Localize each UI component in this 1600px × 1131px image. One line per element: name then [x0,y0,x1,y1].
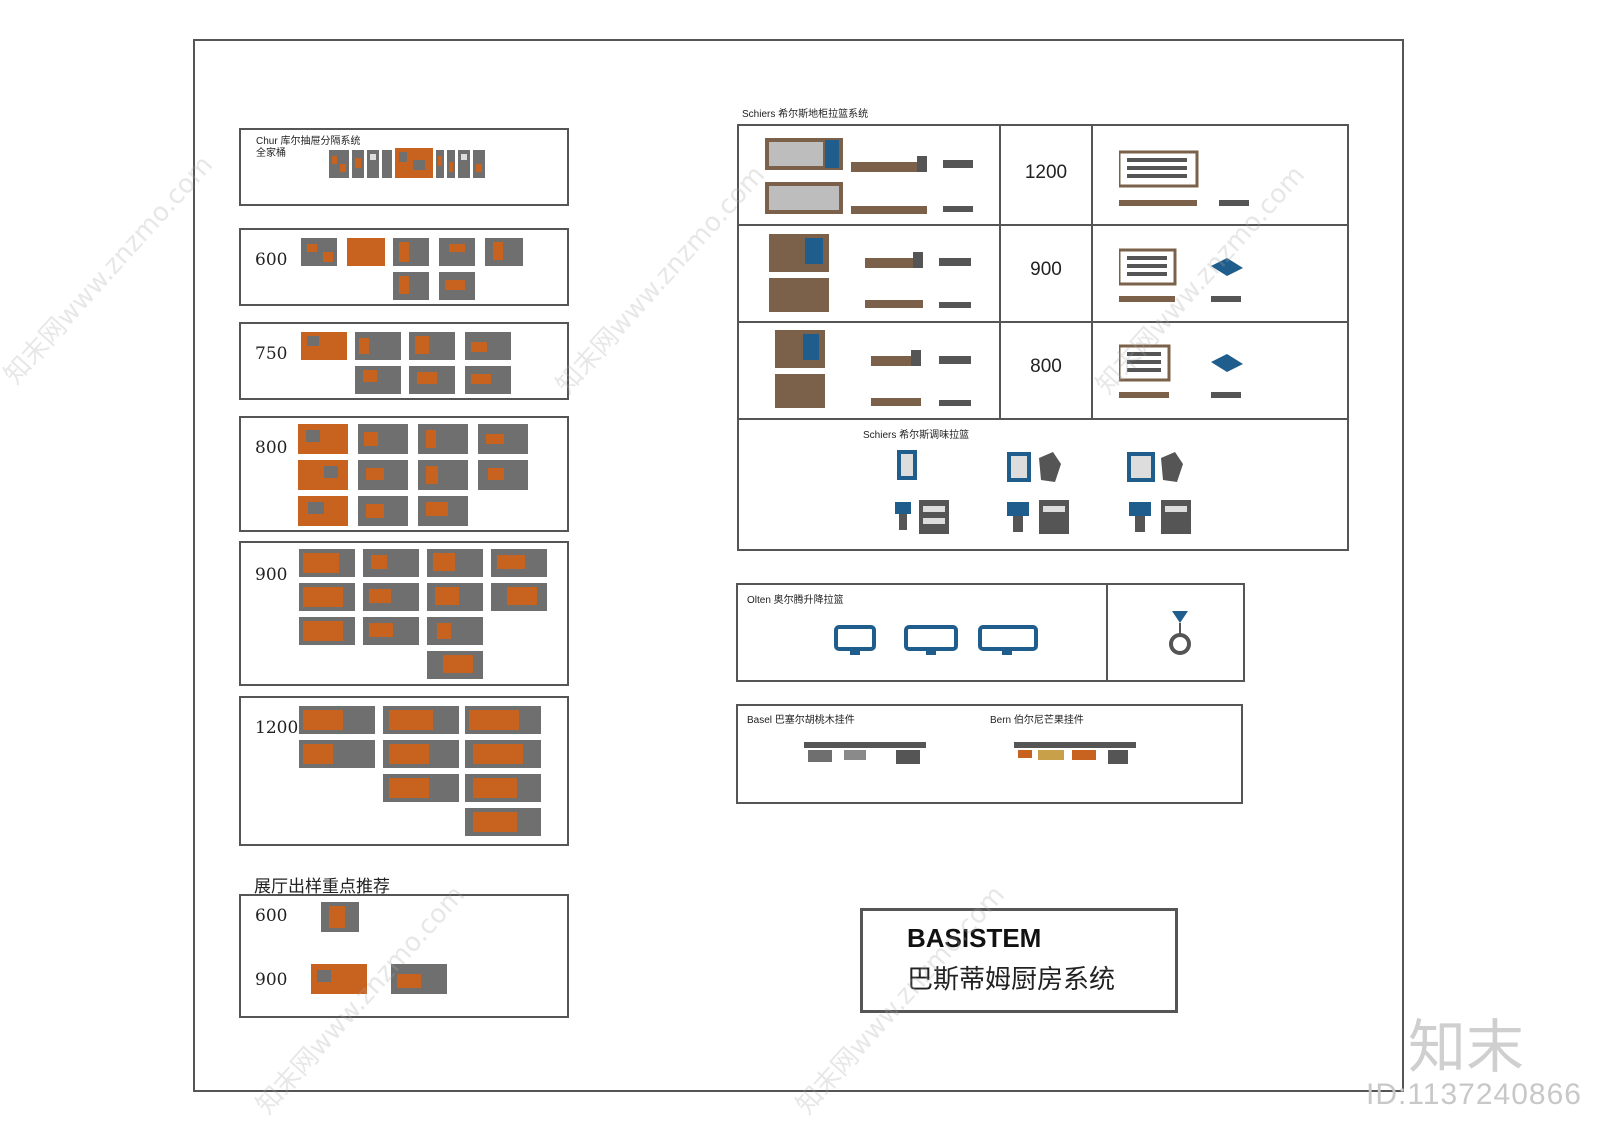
width-label-800: 800 [255,438,288,458]
olten-divider [1106,585,1108,680]
schiers-row-800-basket [1119,344,1243,398]
schiers-row-1200-icons [765,138,973,214]
schiers-row-800-icons [775,330,971,408]
watermark-logo: 知末 [1408,1013,1525,1081]
drawer-panel-1200: 1200 [239,696,569,846]
schiers-width-1200: 1200 [1024,162,1068,183]
showroom-icon-600 [321,902,359,932]
schiers-seasoning-title: Schiers 希尔斯调味拉篮 [863,430,970,441]
drawer-panel-600: 600 [239,228,569,306]
basel-rail-icon [804,742,926,764]
showroom-width-900: 900 [255,970,288,990]
brand-box: BASISTEM 巴斯蒂姆厨房系统 [860,908,1178,1013]
width-label-1200: 1200 [255,718,299,738]
bern-rail-icon [1014,742,1136,764]
drawer-icons-800 [298,424,528,526]
schiers-seasoning-icons [895,450,1191,534]
chur-panel: Chur 库尔抽屉分隔系统 全家桶 [239,128,569,206]
showroom-icons-900 [311,964,447,994]
showroom-panel: 600 900 [239,894,569,1018]
schiers-divider-1 [999,126,1001,418]
width-label-900: 900 [255,565,288,585]
basel-bern-panel: Basel 巴塞尔胡桃木挂件 Bern 伯尔尼芒果挂件 [736,704,1243,804]
schiers-row-900-icons [769,234,971,312]
schiers-title: Schiers 希尔斯地柜拉篮系统 [742,109,869,120]
drawer-icons-900 [299,549,547,679]
chur-subtitle: 全家桶 [256,148,286,159]
drawing-frame [193,39,1404,1092]
chur-drawer-icons [329,148,485,178]
schiers-divider-2 [1091,126,1093,418]
chur-drawer-strip [329,148,489,180]
schiers-row-line-2 [739,321,1347,323]
drawer-panel-800: 800 [239,416,569,532]
schiers-row-line-1 [739,224,1347,226]
drawer-icons-600 [301,238,523,300]
width-label-750: 750 [255,344,288,364]
width-label-600: 600 [255,250,288,270]
schiers-row-900-basket [1119,248,1243,302]
showroom-heading: 展厅出样重点推荐 [254,877,390,897]
olten-basket-icons [834,625,1038,655]
brand-subtitle: 巴斯蒂姆厨房系统 [907,965,1116,995]
schiers-row-1200-basket [1119,150,1249,206]
drawer-icons-750 [301,332,511,394]
drawer-panel-750: 750 [239,322,569,400]
drawer-icons-1200 [299,706,541,836]
watermark-text: 知末网www.znzmo.com [0,150,220,391]
watermark-id: ID:1137240866 [1366,1078,1582,1111]
basel-title: Basel 巴塞尔胡桃木挂件 [747,715,855,726]
showroom-width-600: 600 [255,906,288,926]
bern-title: Bern 伯尔尼芒果挂件 [990,715,1084,726]
brand-name: BASISTEM [907,923,1042,953]
olten-pulley-icon [1169,611,1191,655]
chur-title: Chur 库尔抽屉分隔系统 [256,136,361,147]
schiers-row-line-3 [739,418,1347,420]
drawer-panel-900: 900 [239,541,569,686]
schiers-width-900: 900 [1030,259,1062,280]
olten-title: Olten 奥尔腾升降拉篮 [747,595,844,606]
schiers-width-800: 800 [1030,356,1062,377]
olten-panel: Olten 奥尔腾升降拉篮 [736,583,1245,682]
schiers-table: 1200 900 800 Schiers 希尔斯调味拉篮 [737,124,1349,551]
